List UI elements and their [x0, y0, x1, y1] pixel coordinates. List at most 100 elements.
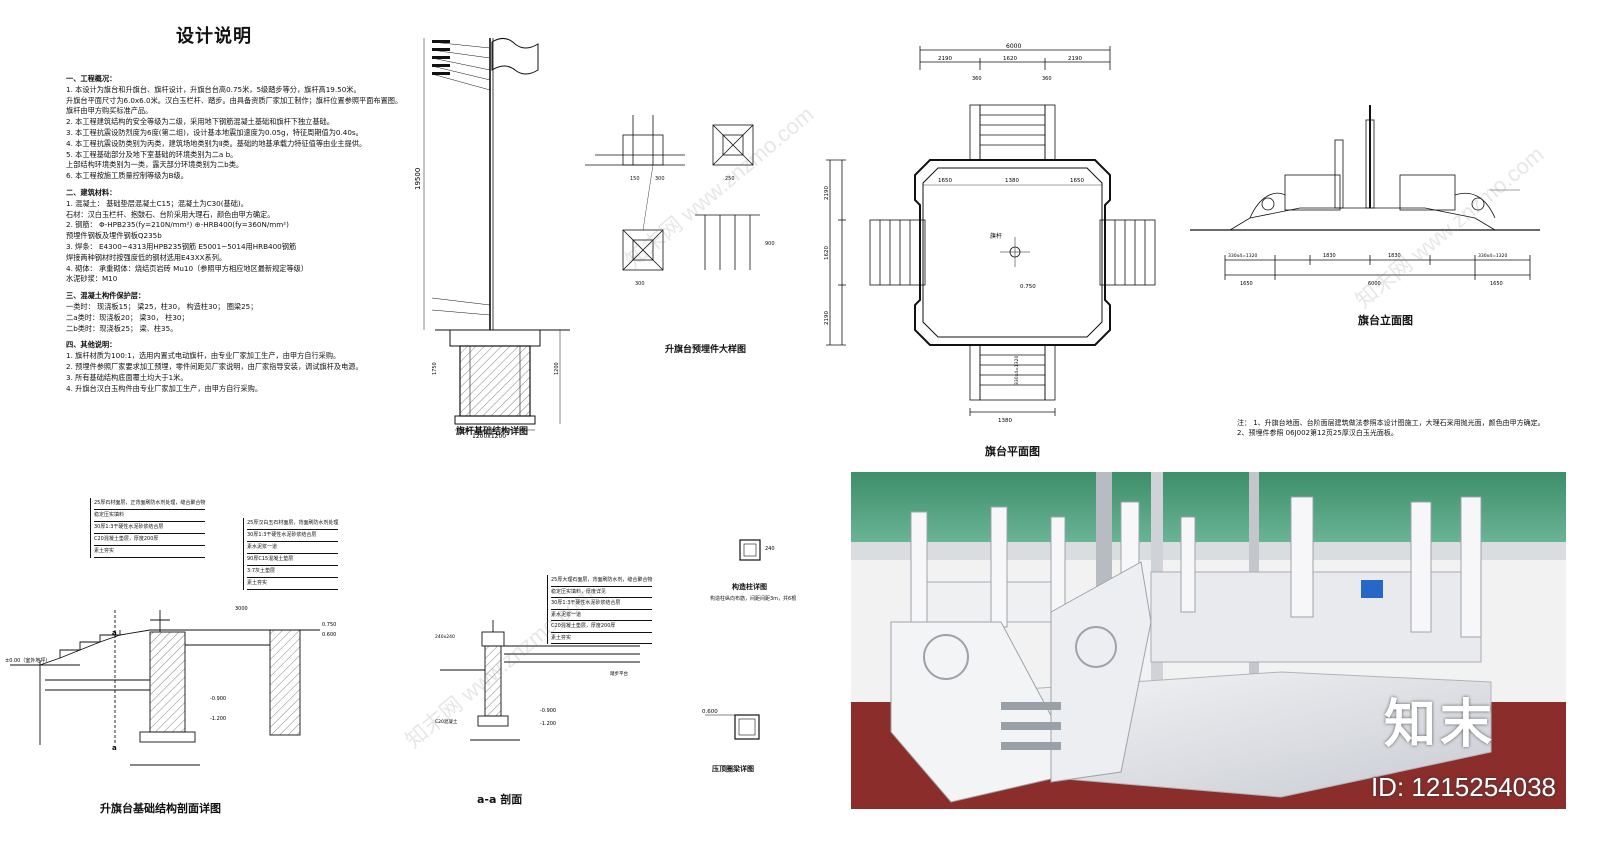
- notes-line: 预埋件钢板及埋件钢板Q235b: [66, 231, 162, 241]
- layer-label: 稳定压实填料，厚度详见: [551, 587, 653, 598]
- notes-section-heading: 三、混凝土构件保护层：: [66, 291, 146, 301]
- svg-text:0.600: 0.600: [322, 632, 336, 638]
- svg-text:330x4=1320: 330x4=1320: [1014, 356, 1020, 385]
- pole-height-dim: 19500: [414, 168, 422, 190]
- notes-line: 4. 升旗台汉白玉构件由专业厂家加工生产，由甲方自行采购。: [66, 383, 263, 393]
- notes-line: 3. 焊条： E4300~4313用HPB235钢筋 E5001~5014用HR…: [66, 241, 297, 251]
- svg-text:-0.900: -0.900: [540, 708, 556, 714]
- notes-section-heading: 四、其他说明：: [66, 340, 117, 350]
- embedded-parts-drawing: 150 300 250 900 300: [585, 115, 775, 287]
- svg-text:±0.00（室外地坪）: ±0.00（室外地坪）: [5, 657, 50, 664]
- layer-label: 25厚石材面层，正背面刷防水剂处理，缝合聚合物: [94, 498, 206, 510]
- svg-text:1380: 1380: [1005, 178, 1019, 184]
- svg-text:1620: 1620: [824, 246, 830, 260]
- svg-text:1620: 1620: [1003, 56, 1017, 62]
- notes-line: 二a类时：现浇板20； 梁30， 柱30；: [66, 312, 189, 322]
- pole-base-dim: 1200x1200: [472, 433, 506, 440]
- svg-text:1750: 1750: [432, 362, 438, 375]
- svg-text:-0.900: -0.900: [210, 696, 226, 702]
- design-notes-title: 设计说明: [176, 26, 252, 47]
- notes-line: 旗杆由甲方购买标准产品。: [66, 106, 153, 116]
- svg-text:360: 360: [1042, 76, 1052, 82]
- svg-text:2190: 2190: [824, 311, 830, 325]
- svg-text:1200: 1200: [554, 362, 560, 375]
- layer-label: 30厚1:3干硬性水泥砂浆结合层: [94, 522, 206, 534]
- svg-text:0.750: 0.750: [1020, 284, 1036, 290]
- notes-line: 2. 钢筋： Φ-HPB235(fy=210N/mm²) ⊕-HRB400(fy…: [66, 220, 289, 230]
- layer-label: 90厚C15混凝土垫层: [247, 554, 339, 566]
- svg-text:6000: 6000: [1006, 43, 1021, 50]
- svg-text:1830: 1830: [1323, 253, 1336, 259]
- svg-text:2190: 2190: [938, 56, 952, 62]
- notes-line: 5. 本工程基础部分及地下室基础的环境类别为二a b。: [66, 149, 238, 159]
- layer-label: 稳定压实填料: [94, 510, 206, 522]
- layer-label: 素水泥浆一道: [551, 610, 653, 621]
- notes-line: 升旗台平面尺寸为6.0x6.0米。汉白玉栏杆、踏步。由具备资质厂家加工制作；旗杆…: [66, 95, 403, 105]
- notes-line: 2. 本工程建筑结构的安全等级为二级，采用地下钢筋混凝土基础和旗杆下独立基础。: [66, 117, 334, 127]
- layer-label: 素土夯实: [551, 633, 653, 644]
- section-aa-drawing: 240x240 C20混凝土 -0.900 -1.200 踏步平台: [435, 620, 640, 741]
- svg-text:1650: 1650: [938, 178, 952, 184]
- notes-line: 4. 本工程抗震设防类别为丙类，建筑场地类别为Ⅱ类。基础的地基承载力特征值等由业…: [66, 138, 367, 148]
- svg-text:300: 300: [635, 281, 645, 287]
- elevation-drawing: 330x4=1320 1830 1830 330x4=1320 1650 600…: [1190, 105, 1540, 287]
- layer-label: C20混凝土垫层，厚度200厚: [551, 621, 653, 633]
- svg-text:C20混凝土: C20混凝土: [435, 718, 458, 725]
- svg-text:330x4=1320: 330x4=1320: [1478, 253, 1507, 259]
- svg-text:1650: 1650: [1490, 281, 1503, 287]
- svg-text:-1.200: -1.200: [540, 721, 556, 727]
- id-watermark: ID: 1215254038: [1370, 772, 1556, 802]
- svg-text:0.600: 0.600: [702, 709, 718, 715]
- pole-foundation-drawing: 19500 1200x1200 1200 1750: [414, 38, 570, 440]
- svg-text:150: 150: [630, 176, 640, 182]
- notes-line: 6. 本工程按施工质量控制等级为B级。: [66, 171, 188, 181]
- notes-line: 1. 本设计为旗台和升旗台、旗杆设计，升旗台台高0.75米，5级踏步等分，旗杆高…: [66, 84, 361, 94]
- svg-text:240x240: 240x240: [435, 634, 455, 640]
- svg-text:250: 250: [725, 176, 735, 182]
- notes-line: 1. 混凝土： 基础垫层混凝土C15；混凝土为C30(基础)。: [66, 198, 248, 208]
- notes-line: 2. 预埋件参照厂家要求加工预埋，零件间距见厂家说明，由厂家指导安装，调试旗杆及…: [66, 361, 363, 371]
- pole-label: 旗杆: [990, 232, 1002, 240]
- layer-label: 素土夯实: [247, 578, 339, 590]
- notes-line: 3. 本工程抗震设防烈度为6度(第二组)，设计基本地震加速度为0.05g，特征周…: [66, 127, 363, 137]
- svg-text:360: 360: [972, 76, 982, 82]
- svg-text:6000: 6000: [1368, 281, 1381, 287]
- column-detail-caption: 构造柱详图: [732, 583, 767, 591]
- layer-label: 素水泥浆一道: [247, 542, 339, 554]
- platform-photo: 知末 ID: 1215254038: [851, 472, 1566, 809]
- svg-text:a: a: [112, 744, 117, 752]
- notes-line: 一类时： 现浇板15； 梁25，柱30， 构造柱30； 圈梁25；: [66, 301, 258, 311]
- notes-line: 上部结构环境类别为一类，露天部分环境类别为二b类。: [66, 160, 244, 170]
- svg-text:330x4=1320: 330x4=1320: [1228, 253, 1257, 259]
- logo-watermark: 知末: [1383, 696, 1496, 754]
- plan-caption: 旗台平面图: [985, 445, 1040, 458]
- notes-section-heading: 一、工程概况：: [66, 74, 117, 83]
- svg-text:240: 240: [765, 546, 775, 552]
- layer-label: 25厚大理石面层，背面刷防水剂，缝合聚合物: [551, 575, 653, 587]
- svg-text:900: 900: [765, 241, 775, 247]
- coping-detail-caption: 压顶圈梁详图: [712, 765, 754, 773]
- svg-text:1830: 1830: [1388, 253, 1401, 259]
- svg-text:1650: 1650: [1070, 178, 1084, 184]
- elevation-caption: 旗台立面图: [1358, 314, 1413, 327]
- svg-text:3000: 3000: [235, 606, 248, 612]
- column-note: 构造柱纵向布筋，间距间距3m，共6根: [710, 596, 797, 602]
- elevation-notes: 注： 1、升旗台地面、台阶面层建筑做法参照本设计图施工，大理石采用抛光面，颜色由…: [1237, 419, 1545, 437]
- embedded-parts-caption: 升旗台预埋件大样图: [665, 345, 747, 355]
- coping-detail-drawing: 0.600: [702, 709, 760, 740]
- layer-label: 30厚1:3干硬性水泥砂浆结合层: [551, 598, 653, 610]
- notes-line: 二b类时：现浇板25； 梁、柱35。: [66, 323, 178, 333]
- svg-text:1650: 1650: [1240, 281, 1253, 287]
- notes-line: 水泥砂浆：M10: [66, 274, 118, 284]
- svg-text:0.750: 0.750: [322, 622, 336, 628]
- svg-text:踏步平台: 踏步平台: [610, 670, 628, 677]
- svg-text:-1.200: -1.200: [210, 716, 226, 722]
- section-detail-caption: 升旗台基础结构剖面详图: [100, 802, 221, 815]
- svg-text:2190: 2190: [824, 186, 830, 200]
- notes-line: 4. 砌体： 承重砌体：烧结页岩砖 Mu10（参照甲方相应地区最新规定等级）: [66, 263, 309, 273]
- svg-text:300: 300: [655, 176, 665, 182]
- layer-label: 30厚1:3干硬性水泥砂浆结合层: [247, 530, 339, 542]
